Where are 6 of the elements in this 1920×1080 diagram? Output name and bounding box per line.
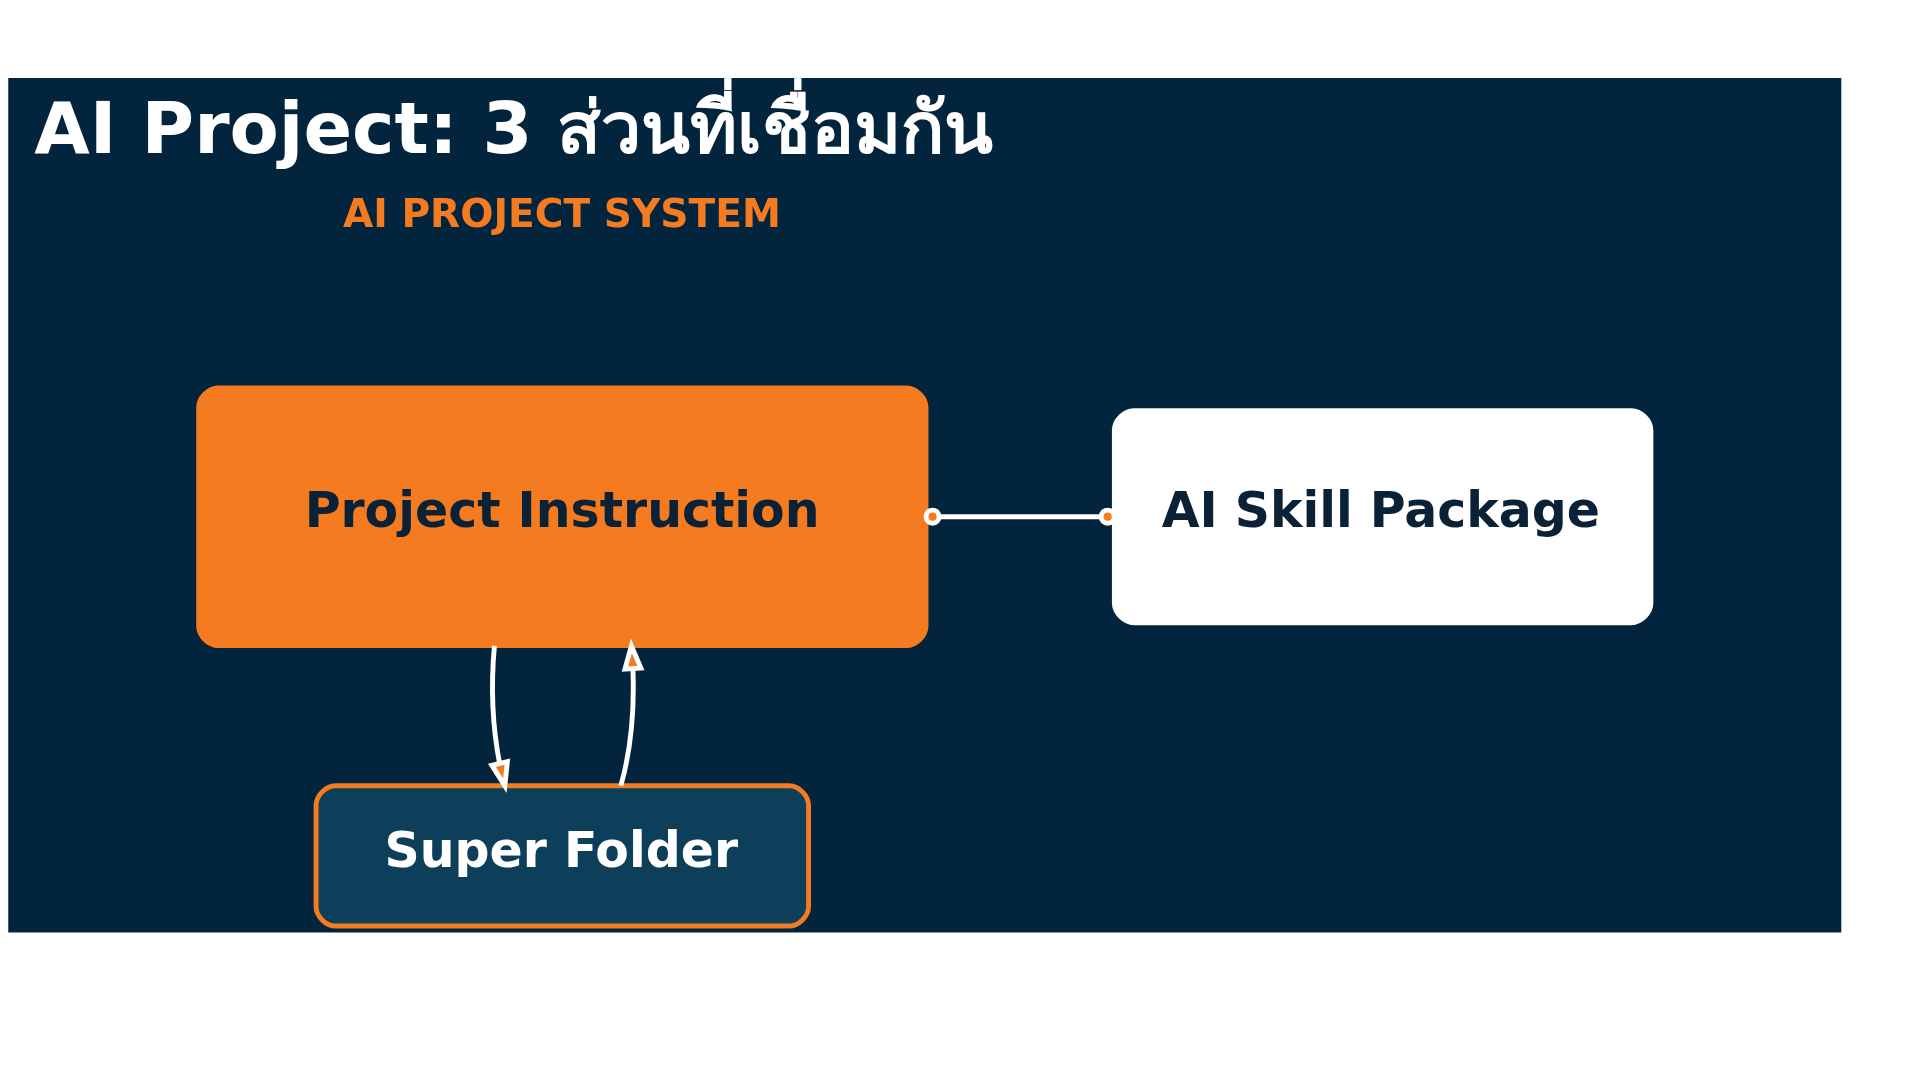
arrow (487, 645, 511, 793)
node-box: Super Folder (313, 782, 812, 928)
label: AI PROJECT SYSTEM (342, 190, 781, 236)
node-box: AI Skill Package (1111, 407, 1654, 625)
arrow (618, 637, 645, 786)
node-box: Project Instruction (196, 384, 929, 648)
